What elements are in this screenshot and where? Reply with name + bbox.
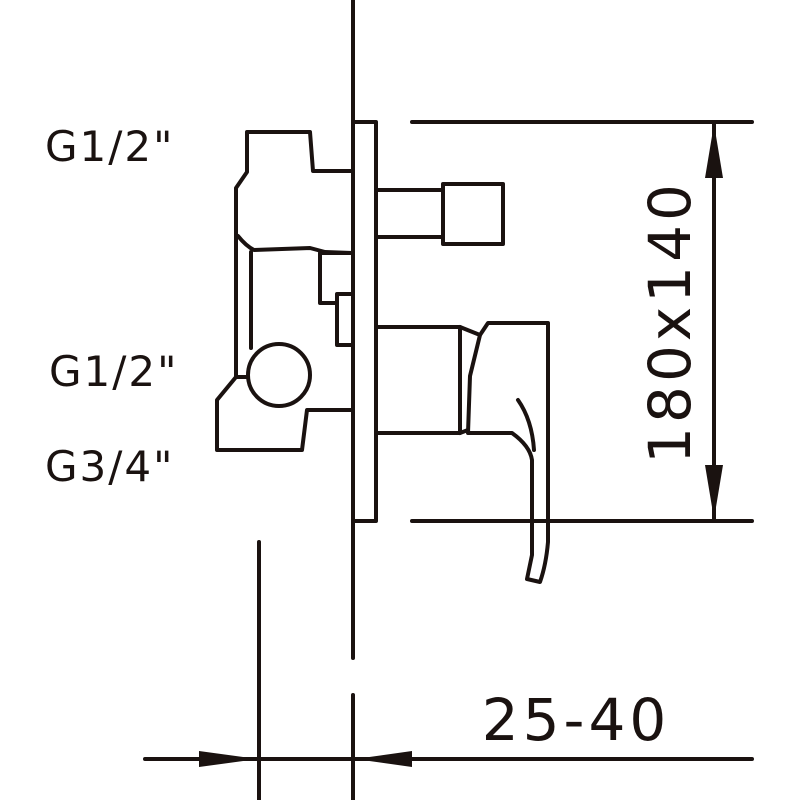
arrow-left-icon [355, 751, 412, 767]
outlet-connection [246, 342, 312, 408]
diverter-knob [374, 182, 505, 246]
mixer-lever [374, 321, 550, 584]
arrow-up-icon [705, 124, 723, 178]
concealed-body [215, 130, 354, 452]
cover-plate [351, 120, 378, 523]
wall-depth-label: 25-40 [482, 686, 671, 754]
plate-size-label: 180x140 [636, 180, 704, 464]
outlet-label: G3/4" [45, 442, 174, 491]
arrow-down-icon [705, 465, 723, 519]
arrow-right-icon [199, 751, 258, 767]
depth-dimension: 25-40 [143, 540, 754, 800]
inlet-top-label: G1/2" [45, 122, 174, 171]
inlet-mid-label: G1/2" [49, 347, 178, 396]
height-dimension: 180x140 [410, 120, 754, 523]
